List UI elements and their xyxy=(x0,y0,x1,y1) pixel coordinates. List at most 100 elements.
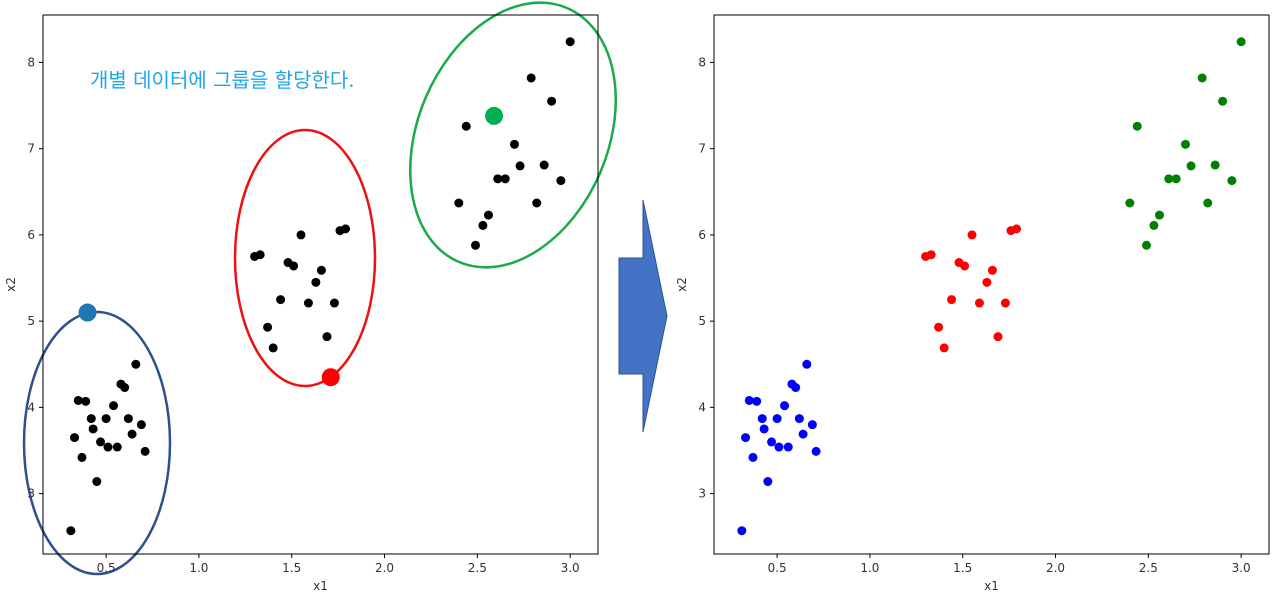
data-point-series-1 xyxy=(759,424,769,434)
centroid-1 xyxy=(78,303,97,322)
x-tick-label: 2.0 xyxy=(375,561,394,575)
data-point-series-2 xyxy=(947,295,957,305)
data-point-series-1 xyxy=(774,442,784,452)
cluster-ellipses xyxy=(22,1,617,576)
data-point-series-1 xyxy=(757,414,767,424)
data-point-series-1 xyxy=(103,442,113,452)
data-point-series-1 xyxy=(811,446,821,456)
x-tick-label: 2.5 xyxy=(1139,561,1158,575)
data-point-series-1 xyxy=(763,477,773,487)
data-point-series-2 xyxy=(322,332,332,342)
data-point-series-3 xyxy=(526,73,536,83)
centroid-2 xyxy=(321,368,340,387)
x-tick-label: 2.5 xyxy=(468,561,487,575)
data-point-series-3 xyxy=(539,160,549,170)
ellipse-red-cluster xyxy=(233,128,377,388)
data-point-series-1 xyxy=(66,526,76,536)
data-point-series-3 xyxy=(1154,210,1164,220)
ellipse-blue-cluster xyxy=(22,310,172,576)
right-arrow-icon xyxy=(618,199,668,433)
data-point-series-1 xyxy=(791,383,801,393)
data-point-series-1 xyxy=(77,452,87,462)
data-point-series-3 xyxy=(1218,96,1228,106)
data-point-series-2 xyxy=(303,298,313,308)
data-point-series-3 xyxy=(556,176,566,186)
y-tick-label: 5 xyxy=(27,314,35,328)
data-point-series-3 xyxy=(1125,198,1135,208)
data-point-series-2 xyxy=(255,250,265,260)
data-point-series-2 xyxy=(329,298,339,308)
x-axis-label: x1 xyxy=(313,579,328,593)
data-point-series-1 xyxy=(798,429,808,439)
data-point-series-1 xyxy=(120,383,130,393)
data-point-series-2 xyxy=(960,261,970,271)
data-point-series-2 xyxy=(311,277,321,287)
data-point-series-1 xyxy=(86,414,96,424)
ellipse-green-cluster xyxy=(409,1,617,269)
data-point-series-1 xyxy=(744,395,754,405)
y-tick-label: 4 xyxy=(27,400,35,414)
y-tick-label: 6 xyxy=(27,228,35,242)
data-point-series-2 xyxy=(289,261,299,271)
data-point-series-3 xyxy=(565,37,575,47)
data-point-series-1 xyxy=(136,420,146,430)
data-point-series-3 xyxy=(1141,240,1151,250)
data-point-series-3 xyxy=(454,198,464,208)
centroids xyxy=(78,106,504,387)
data-point-series-1 xyxy=(92,477,102,487)
data-point-series-1 xyxy=(70,433,80,443)
data-point-series-2 xyxy=(982,277,992,287)
data-point-series-2 xyxy=(341,224,351,234)
y-axis-label: x2 xyxy=(675,277,689,292)
data-point-series-3 xyxy=(1164,174,1174,184)
data-point-series-1 xyxy=(112,442,122,452)
data-point-series-2 xyxy=(967,230,977,240)
data-point-series-2 xyxy=(1000,298,1010,308)
data-point-series-3 xyxy=(1203,198,1213,208)
data-point-series-1 xyxy=(88,424,98,434)
y-tick-label: 6 xyxy=(698,228,706,242)
data-point-series-1 xyxy=(772,414,782,424)
x-tick-label: 1.5 xyxy=(282,561,301,575)
y-tick-label: 3 xyxy=(698,487,706,501)
y-axis-label: x2 xyxy=(4,277,18,292)
data-point-series-2 xyxy=(939,343,949,353)
x-tick-label: 3.0 xyxy=(561,561,580,575)
data-point-series-3 xyxy=(1186,161,1196,171)
data-point-series-1 xyxy=(807,420,817,430)
data-point-series-3 xyxy=(1197,73,1207,83)
data-point-series-1 xyxy=(73,395,83,405)
data-point-series-2 xyxy=(934,322,944,332)
data-point-series-1 xyxy=(767,437,777,447)
centroid-3 xyxy=(485,106,504,125)
data-point-series-1 xyxy=(81,396,91,406)
y-tick-label: 5 xyxy=(698,314,706,328)
x-tick-label: 3.0 xyxy=(1232,561,1251,575)
right-marks xyxy=(737,37,1246,536)
data-point-series-3 xyxy=(500,174,510,184)
data-point-series-2 xyxy=(987,265,997,275)
x-axis-label: x1 xyxy=(984,579,999,593)
x-tick-label: 2.0 xyxy=(1046,561,1065,575)
y-tick-label: 8 xyxy=(27,55,35,69)
data-point-series-1 xyxy=(109,401,119,411)
x-tick-label: 1.5 xyxy=(953,561,972,575)
data-point-series-1 xyxy=(96,437,106,447)
data-point-series-2 xyxy=(974,298,984,308)
y-tick-label: 3 xyxy=(27,487,35,501)
y-tick-label: 7 xyxy=(698,142,706,156)
left-marks xyxy=(66,37,575,536)
data-point-series-2 xyxy=(993,332,1003,342)
data-point-series-3 xyxy=(509,139,519,149)
data-point-series-1 xyxy=(748,452,758,462)
data-point-series-3 xyxy=(1236,37,1246,47)
data-point-series-1 xyxy=(783,442,793,452)
data-point-series-3 xyxy=(461,121,471,131)
data-point-series-3 xyxy=(1210,160,1220,170)
data-point-series-1 xyxy=(131,359,141,369)
data-point-series-3 xyxy=(493,174,503,184)
data-point-series-1 xyxy=(752,396,762,406)
x-tick-label: 1.0 xyxy=(189,561,208,575)
